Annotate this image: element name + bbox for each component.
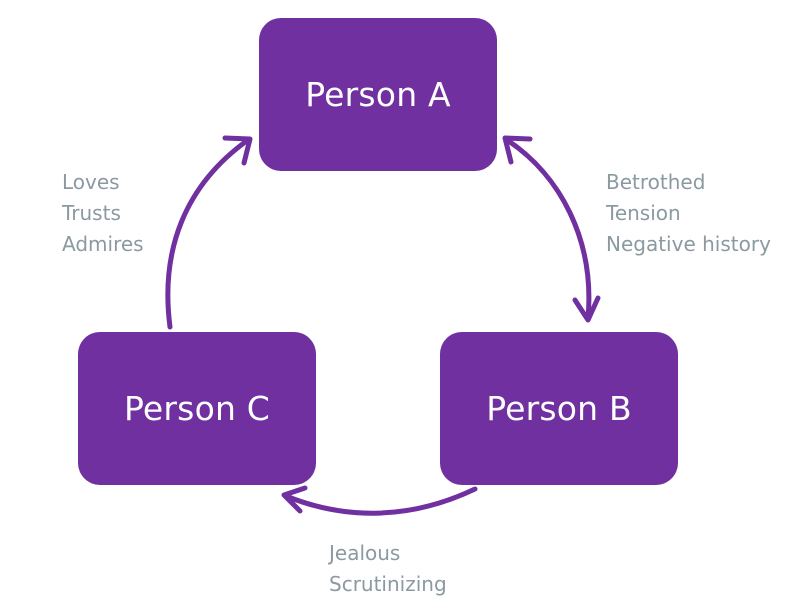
relation-label: Betrothed — [606, 170, 706, 194]
person-b-node: Person B — [440, 332, 678, 485]
relation-label: Admires — [62, 232, 144, 256]
person-b-label: Person B — [486, 389, 632, 428]
relation-label: Loves — [62, 170, 120, 194]
person-c-label: Person C — [123, 389, 271, 428]
arrow-c-to-a — [165, 137, 251, 330]
relation-labels-b-to-c: Jealous Scrutinizing — [329, 538, 447, 600]
relation-labels-a-b: Betrothed Tension Negative history — [606, 167, 771, 260]
person-a-label: Person A — [305, 75, 451, 114]
relation-label: Jealous — [329, 541, 401, 565]
person-c-node: Person C — [78, 332, 316, 485]
relation-label: Trusts — [62, 201, 121, 225]
arrow-b-to-c — [283, 486, 478, 516]
relation-label: Tension — [606, 201, 681, 225]
person-a-node: Person A — [259, 18, 497, 171]
arrow-a-b — [504, 137, 592, 321]
relation-label: Negative history — [606, 232, 771, 256]
relation-labels-c-to-a: Loves Trusts Admires — [62, 167, 144, 260]
arrowhead-at-b-from-a — [572, 295, 601, 323]
arrowhead-at-a-from-c — [222, 135, 253, 166]
arrowhead-at-a-from-b — [502, 135, 533, 165]
relation-label: Scrutinizing — [329, 572, 447, 596]
arrowhead-at-c-from-b — [281, 485, 308, 514]
